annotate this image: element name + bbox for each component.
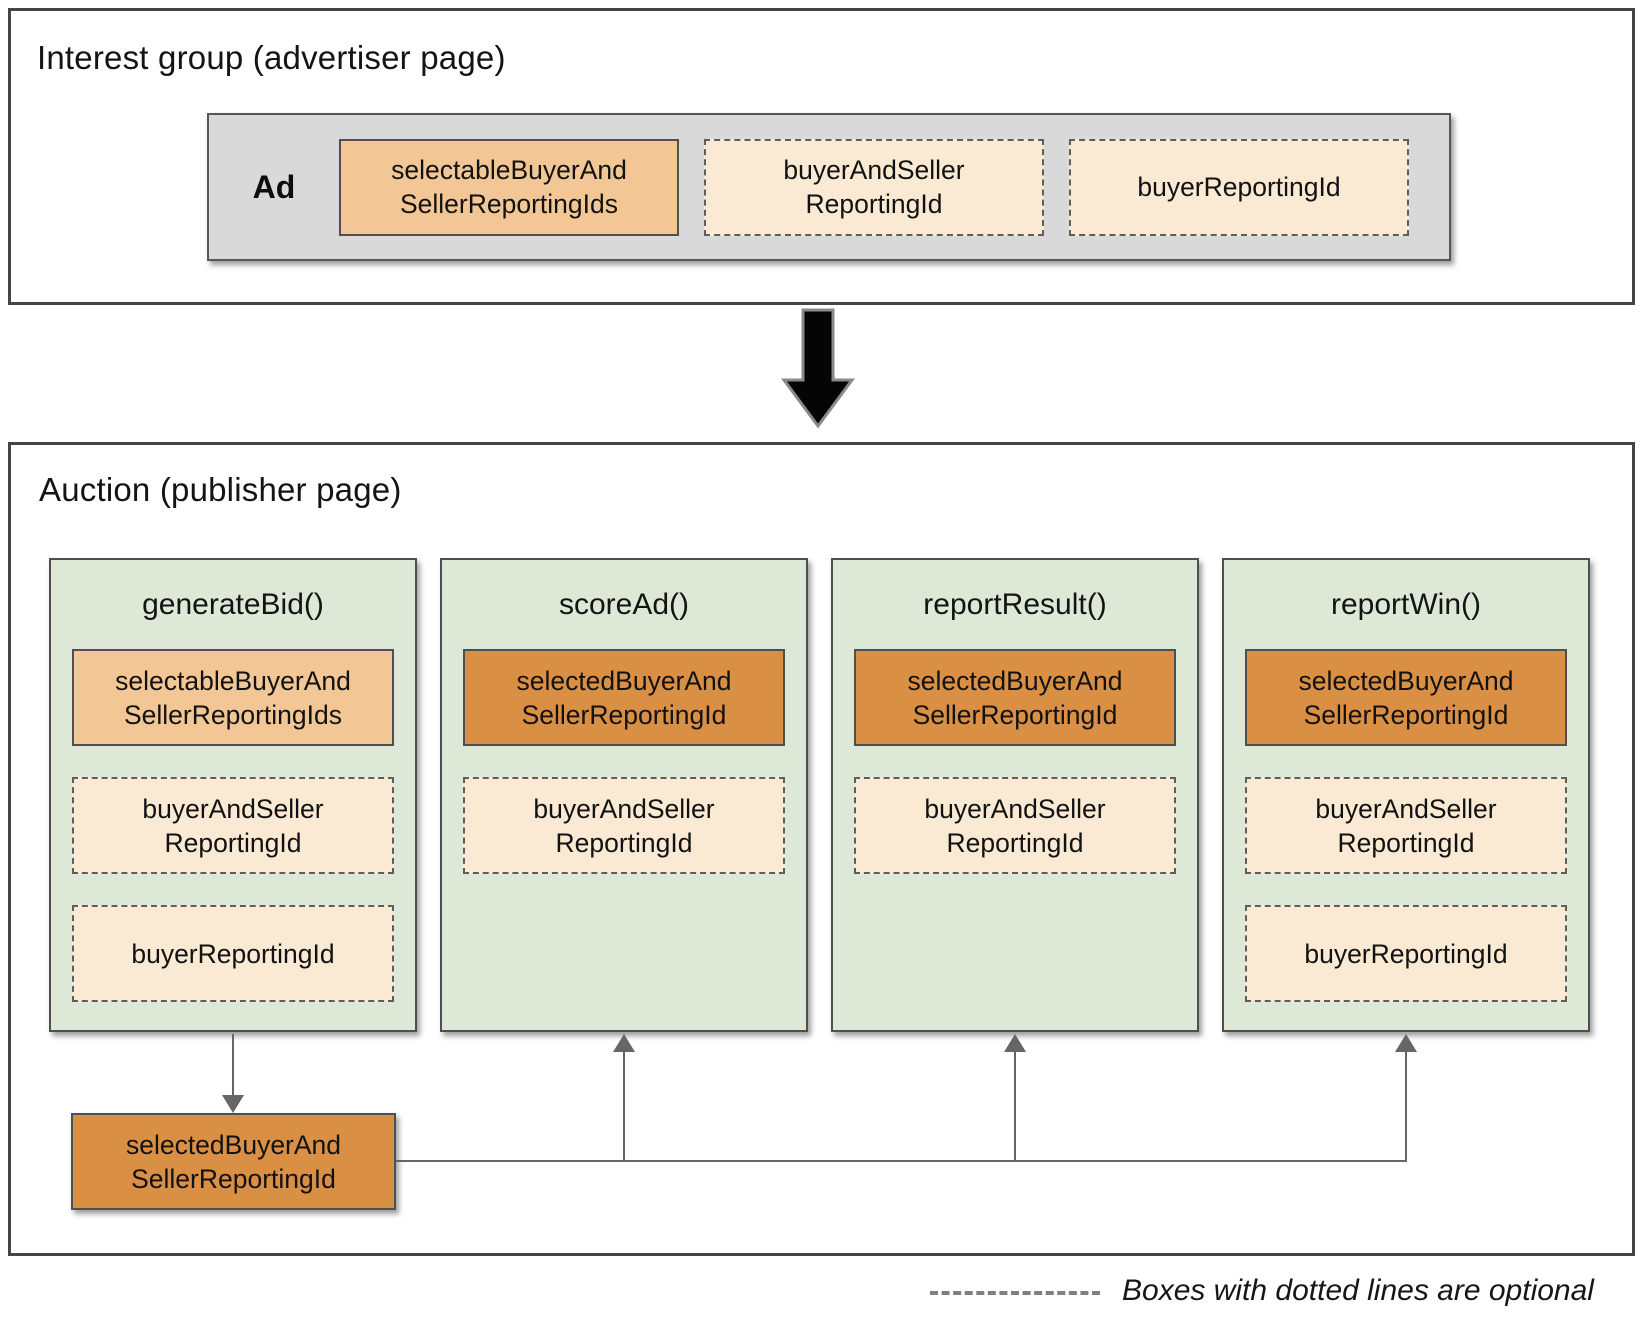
ad-label: Ad: [252, 168, 296, 205]
connector-arrowhead-up-icon: [1395, 1034, 1417, 1052]
ad-items: selectableBuyerAnd SellerReportingIds bu…: [339, 138, 1409, 236]
interest-group-title: Interest group (advertiser page): [37, 39, 506, 76]
connector-to-reportresult-line: [1014, 1050, 1016, 1162]
connector-to-reportwin-line: [1405, 1050, 1407, 1162]
connector-arrowhead-up-icon: [613, 1034, 635, 1052]
connector-to-scoread-line: [623, 1050, 625, 1162]
item-buyer-and-seller-reporting-id: buyerAndSeller ReportingId: [1245, 777, 1567, 874]
auction-title: Auction (publisher page): [39, 471, 402, 508]
item-selected-buyer-and-seller-reporting-id: selectedBuyerAnd SellerReportingId: [1245, 649, 1567, 746]
connector-generatebid-to-output-line: [232, 1034, 234, 1098]
item-buyer-and-seller-reporting-id: buyerAndSeller ReportingId: [854, 777, 1176, 874]
item-selectable-buyer-and-seller-reporting-ids: selectableBuyerAnd SellerReportingIds: [72, 649, 394, 746]
legend-label: Boxes with dotted lines are optional: [1122, 1274, 1594, 1307]
ad-item-buyer-and-seller-reporting-id: buyerAndSeller ReportingId: [704, 138, 1044, 236]
function-title: reportResult(): [923, 587, 1107, 621]
connector-arrowhead-down-icon: [222, 1095, 244, 1113]
function-column-generatebid: generateBid() selectableBuyerAnd SellerR…: [49, 558, 417, 1032]
ad-item-buyer-reporting-id: buyerReportingId: [1069, 138, 1409, 236]
function-title: reportWin(): [1330, 587, 1481, 621]
interest-group-panel: Interest group (advertiser page) Ad sele…: [8, 8, 1635, 305]
item-buyer-reporting-id: buyerReportingId: [1245, 905, 1567, 1002]
function-column-scoread: scoreAd() selectedBuyerAnd SellerReporti…: [440, 558, 808, 1032]
ad-container: Ad selectableBuyerAnd SellerReportingIds…: [207, 113, 1451, 261]
function-column-reportwin: reportWin() selectedBuyerAnd SellerRepor…: [1222, 558, 1590, 1032]
ad-item-selectable-buyer-and-seller-reporting-ids: selectableBuyerAnd SellerReportingIds: [339, 138, 679, 236]
connector-horizontal-line: [396, 1160, 1407, 1162]
item-buyer-reporting-id: buyerReportingId: [72, 905, 394, 1002]
connector-arrowhead-up-icon: [1004, 1034, 1026, 1052]
item-selected-buyer-and-seller-reporting-id: selectedBuyerAnd SellerReportingId: [463, 649, 785, 746]
flow-down-arrow-icon: [781, 308, 855, 429]
selected-output-box: selectedBuyerAnd SellerReportingId: [71, 1113, 396, 1210]
legend-dashed-line: [930, 1291, 1100, 1295]
item-buyer-and-seller-reporting-id: buyerAndSeller ReportingId: [463, 777, 785, 874]
item-selected-buyer-and-seller-reporting-id: selectedBuyerAnd SellerReportingId: [854, 649, 1176, 746]
function-column-reportresult: reportResult() selectedBuyerAnd SellerRe…: [831, 558, 1199, 1032]
function-title: scoreAd(): [558, 587, 690, 621]
item-buyer-and-seller-reporting-id: buyerAndSeller ReportingId: [72, 777, 394, 874]
function-title: generateBid(): [142, 587, 324, 621]
